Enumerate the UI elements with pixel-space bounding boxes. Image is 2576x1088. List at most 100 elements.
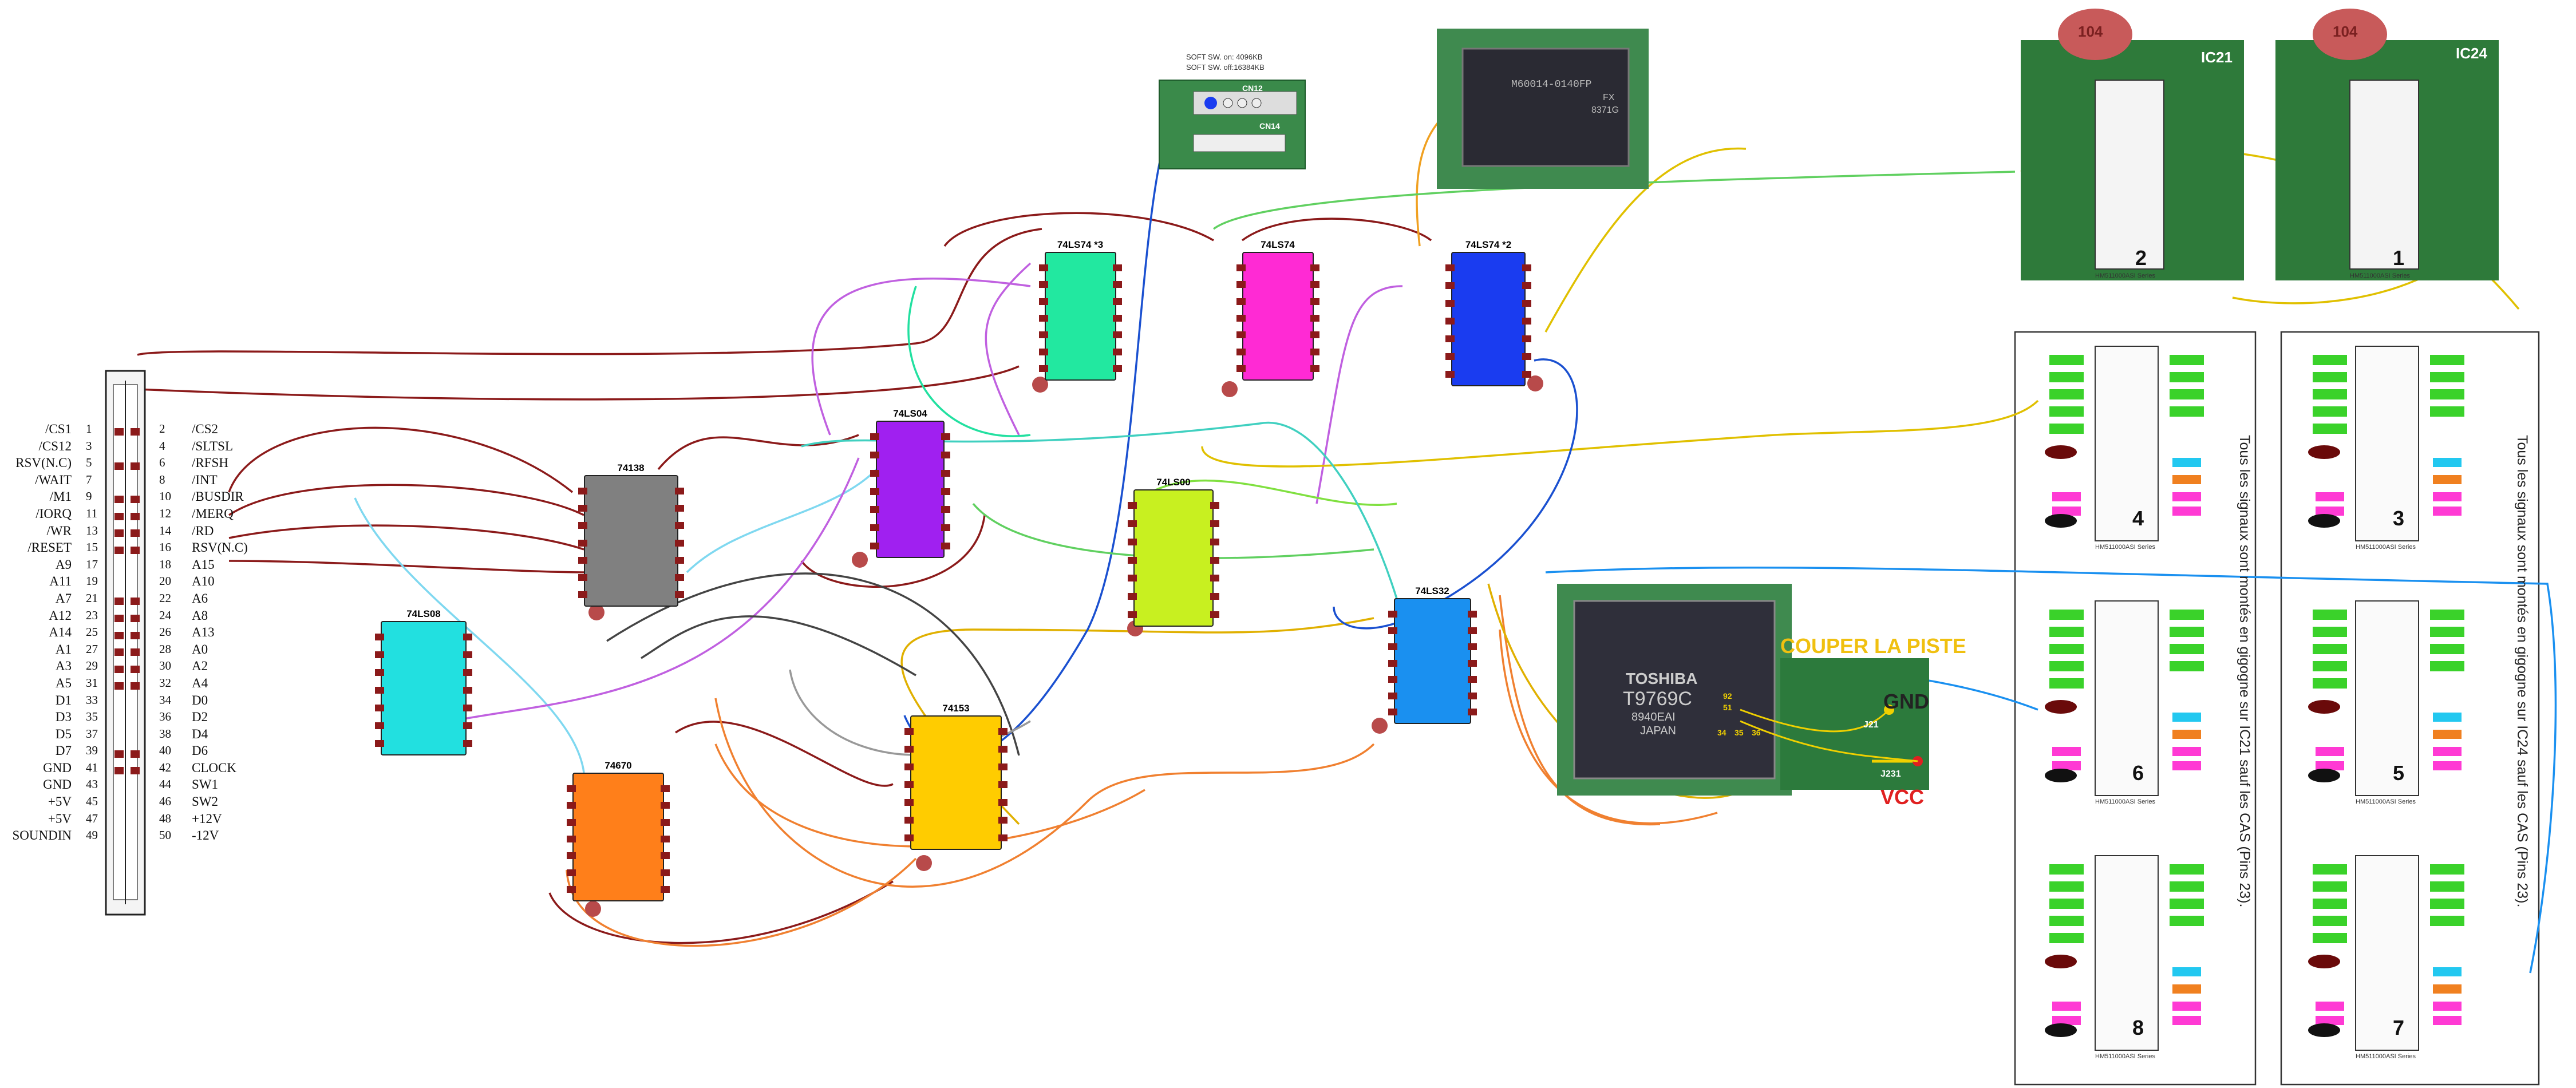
chip-pin bbox=[1445, 282, 1455, 289]
wire bbox=[1499, 629, 1718, 825]
chip-pin bbox=[1210, 611, 1219, 618]
connector-pins bbox=[114, 428, 140, 774]
chip-pin bbox=[1468, 676, 1477, 683]
pin-35: 35 bbox=[1735, 728, 1744, 737]
chip-pin bbox=[870, 469, 879, 477]
chip-pin bbox=[578, 573, 587, 581]
wire bbox=[1499, 595, 1661, 826]
chip-74ls74-3 bbox=[1039, 252, 1122, 381]
connector-even-pins: 2 4 6 8 10 12 14 16 18 20 22 24 26 28 30… bbox=[159, 422, 171, 842]
chip-pin bbox=[1210, 538, 1219, 545]
wire bbox=[548, 880, 894, 944]
chip-pin bbox=[463, 722, 472, 729]
chip-pin bbox=[1039, 264, 1048, 271]
chip-pin bbox=[1445, 318, 1455, 325]
chip-pin bbox=[661, 869, 670, 876]
ram-note-ic21: Tous les signaux sont montés en gigogne … bbox=[2237, 435, 2253, 908]
softsw-line1: SOFT SW. on: 4096KB bbox=[1186, 53, 1263, 61]
wire bbox=[228, 426, 574, 493]
wire bbox=[228, 524, 584, 551]
chip-pin bbox=[941, 506, 950, 513]
label-74ls74-2: 74LS74 *2 bbox=[1465, 239, 1512, 250]
chip-pin bbox=[904, 817, 914, 824]
j231-label: J231 bbox=[1880, 769, 1901, 779]
wire bbox=[137, 228, 1042, 356]
cut-trace-label: COUPER LA PISTE bbox=[1780, 634, 1966, 658]
chip-pin bbox=[1128, 502, 1137, 509]
chip-pin bbox=[463, 705, 472, 711]
ram-series-1: HM511000ASI Series bbox=[2350, 272, 2410, 279]
chip-pin bbox=[1128, 593, 1137, 600]
chip-pin bbox=[870, 506, 879, 513]
ram-num-1: 1 bbox=[2393, 246, 2405, 270]
connector-left-labels: /CS1 /CS12 RSV(N.C) /WAIT /M1 /IORQ /WR … bbox=[12, 422, 72, 843]
chip-pin bbox=[941, 433, 950, 440]
wire bbox=[943, 212, 1214, 247]
chip-pin bbox=[578, 505, 587, 512]
label-74ls74-3: 74LS74 *3 bbox=[1057, 239, 1104, 250]
ic24-label: IC24 bbox=[2456, 45, 2487, 62]
chip-pin bbox=[998, 763, 1008, 770]
chip-pin bbox=[1039, 281, 1048, 288]
j21-label: J21 bbox=[1863, 720, 1879, 730]
chip-pin bbox=[1039, 298, 1048, 305]
chip-pin bbox=[998, 781, 1008, 788]
wire bbox=[641, 615, 916, 676]
chip-pin bbox=[1113, 365, 1122, 372]
wire bbox=[1132, 479, 1397, 507]
wire bbox=[1545, 566, 2557, 974]
chip-pin bbox=[1445, 353, 1455, 360]
chip-74ls74 bbox=[1236, 252, 1319, 381]
chip-pin bbox=[1522, 371, 1531, 378]
chip-pin bbox=[1236, 281, 1246, 288]
chip-pin bbox=[1128, 520, 1137, 527]
pin-36: 36 bbox=[1752, 728, 1761, 737]
wire bbox=[228, 560, 584, 573]
chip-pin bbox=[1388, 643, 1397, 650]
chip-pin bbox=[941, 543, 950, 549]
ram-frame-left bbox=[2014, 331, 2257, 1086]
connector-right-labels: /CS2 /SLTSL /RFSH /INT /BUSDIR /MERQ /RD… bbox=[192, 422, 248, 843]
chip-pin bbox=[1113, 348, 1122, 355]
chip-pin bbox=[1113, 331, 1122, 339]
chip-pin bbox=[1210, 520, 1219, 527]
wire bbox=[801, 421, 1404, 619]
chip-pin bbox=[1445, 300, 1455, 307]
ram-num-2: 2 bbox=[2135, 246, 2147, 270]
ic21-label: IC21 bbox=[2201, 49, 2233, 66]
wire bbox=[1315, 285, 1403, 504]
chip-pin bbox=[1522, 300, 1531, 307]
chip-pin bbox=[1236, 315, 1246, 322]
chip-74ls32 bbox=[1388, 598, 1477, 724]
chip-pin bbox=[1522, 353, 1531, 360]
chip-pin bbox=[675, 556, 684, 564]
chip-pin bbox=[675, 591, 684, 598]
chip-pin bbox=[904, 746, 914, 753]
chip-pin bbox=[1210, 593, 1219, 600]
chip-pin bbox=[375, 669, 384, 676]
chip-pin bbox=[1236, 365, 1246, 372]
ram-series-7: HM511000ASI Series bbox=[2356, 1053, 2416, 1060]
chip-pin bbox=[1039, 315, 1048, 322]
cn12-label: CN12 bbox=[1242, 84, 1263, 93]
ram-chips bbox=[2095, 346, 2419, 1051]
chip-pin bbox=[904, 834, 914, 841]
chip-pin bbox=[1388, 627, 1397, 634]
chip-pin bbox=[1113, 315, 1122, 322]
chip-pin bbox=[1236, 331, 1246, 339]
chip-pin bbox=[941, 488, 950, 495]
toshiba-part: T9769C bbox=[1623, 688, 1692, 710]
chip-pin bbox=[941, 524, 950, 532]
chip-74670 bbox=[567, 773, 670, 901]
chip-pin bbox=[1236, 298, 1246, 305]
toshiba-country: JAPAN bbox=[1640, 725, 1676, 737]
chip-pin bbox=[661, 802, 670, 809]
wire bbox=[354, 497, 585, 773]
ram-series-2: HM511000ASI Series bbox=[2095, 272, 2155, 279]
wire bbox=[1544, 147, 1747, 333]
chip-pin bbox=[661, 852, 670, 860]
chip-pin bbox=[1310, 365, 1319, 372]
label-74ls32: 74LS32 bbox=[1415, 585, 1449, 596]
chip-pin bbox=[675, 573, 684, 581]
chip-pin bbox=[567, 818, 576, 826]
